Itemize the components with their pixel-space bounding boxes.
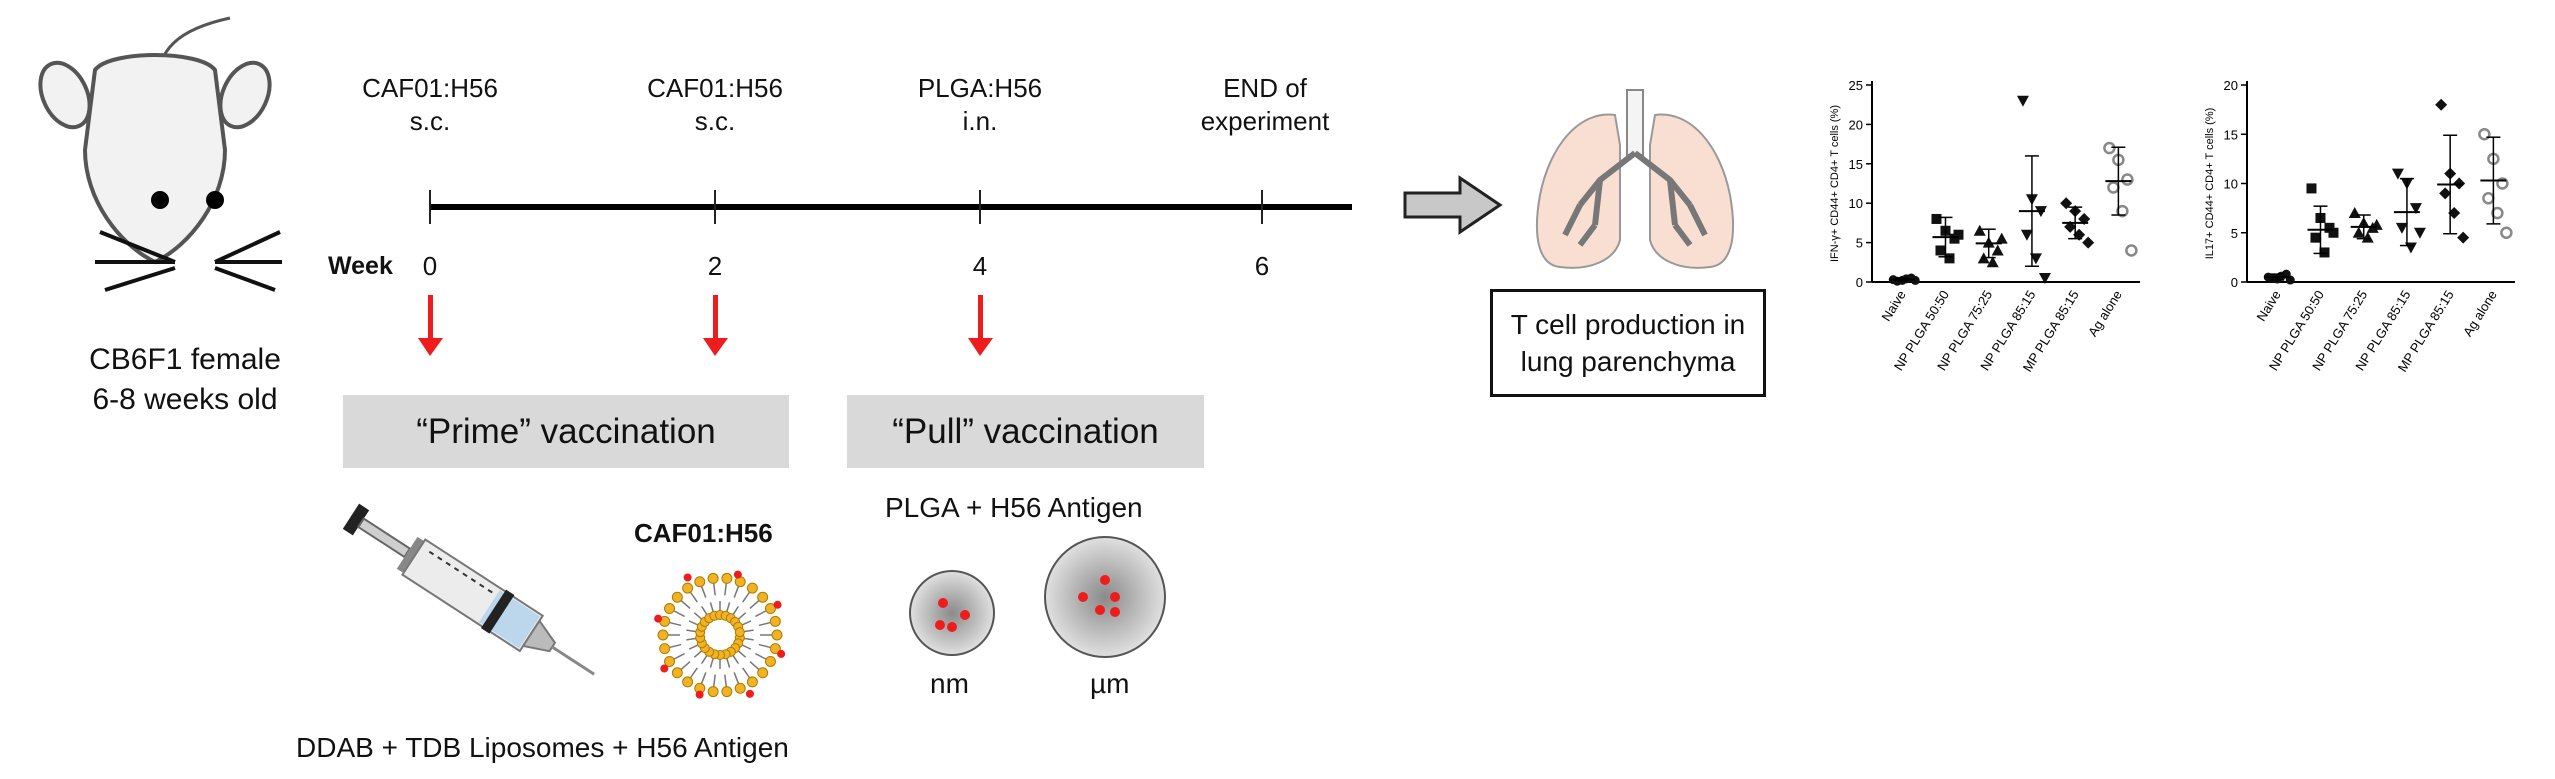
syringe-illustration xyxy=(342,503,595,676)
data-point xyxy=(2391,168,2404,180)
data-point xyxy=(2029,253,2042,265)
caf01-label: CAF01:H56 xyxy=(634,518,773,548)
data-point xyxy=(2439,187,2452,200)
result-line1: T cell production in xyxy=(1510,309,1746,340)
prime-vaccination-box: “Prime” vaccination xyxy=(343,395,789,468)
data-point xyxy=(2060,197,2073,210)
data-point xyxy=(2319,247,2330,258)
data-point xyxy=(2306,183,2317,194)
right-arrow xyxy=(1403,175,1503,235)
data-point xyxy=(1935,245,1946,256)
y-tick-label: 20 xyxy=(1849,117,1863,132)
week-label: Week xyxy=(328,252,393,280)
y-axis-label: IL17+ CD44+ CD4+ T cells (%) xyxy=(2204,108,2216,260)
y-tick-label: 15 xyxy=(1849,157,1863,172)
data-point xyxy=(2038,273,2051,285)
data-point xyxy=(1953,229,1964,240)
data-point xyxy=(2482,192,2495,205)
week-0: 0 xyxy=(422,251,438,281)
week-6: 6 xyxy=(1254,251,1270,281)
data-point xyxy=(2413,227,2426,239)
data-point xyxy=(2435,98,2448,111)
liposome-illustration xyxy=(654,570,786,699)
red-arrow-week0 xyxy=(418,295,443,356)
y-tick-label: 15 xyxy=(2224,127,2238,142)
data-point xyxy=(2125,244,2138,257)
data-point xyxy=(2361,231,2374,243)
mouse-illustration xyxy=(38,16,282,292)
y-tick-label: 5 xyxy=(2231,226,2238,241)
y-tick-label: 0 xyxy=(2231,275,2238,290)
y-tick-label: 10 xyxy=(1849,196,1863,211)
y-tick-label: 5 xyxy=(1856,236,1863,251)
data-point xyxy=(2448,207,2461,220)
data-point xyxy=(2310,232,2321,243)
pull-subtitle: PLGA + H56 Antigen xyxy=(885,492,1143,523)
week-2: 2 xyxy=(707,251,723,281)
data-point xyxy=(2348,207,2361,219)
nm-particle xyxy=(909,570,995,656)
data-point xyxy=(1944,253,1955,264)
data-point xyxy=(2457,231,2470,244)
y-tick-label: 20 xyxy=(2224,78,2238,93)
data-point xyxy=(2409,203,2422,215)
y-axis-label: IFN-γ+ CD44+ CD4+ T cells (%) xyxy=(1829,105,1841,262)
data-point xyxy=(2020,229,2033,241)
y-tick-label: 0 xyxy=(1856,275,1863,290)
data-point xyxy=(1931,213,1942,224)
data-point xyxy=(2103,141,2116,155)
data-point xyxy=(1973,224,1986,236)
data-point xyxy=(2082,236,2095,249)
data-point xyxy=(1986,256,1999,268)
nm-label: nm xyxy=(930,668,969,699)
data-point xyxy=(2491,206,2504,220)
data-point xyxy=(2107,181,2120,194)
data-point xyxy=(2121,173,2134,186)
data-point xyxy=(2073,228,2086,241)
data-point xyxy=(2016,95,2029,107)
prime-caption: DDAB + TDB Liposomes + H56 Antigen xyxy=(296,732,789,763)
x-tick-label: Naive xyxy=(2253,288,2283,324)
y-tick-label: 25 xyxy=(1849,78,1863,93)
data-point xyxy=(2328,227,2339,238)
mouse-age-label: 6-8 weeks old xyxy=(92,383,278,416)
lungs-illustration xyxy=(1536,89,1734,269)
y-tick-label: 10 xyxy=(2224,177,2238,192)
data-point xyxy=(2395,222,2408,234)
x-tick-label: Naive xyxy=(1878,288,1908,324)
nanoparticles-illustration xyxy=(909,536,1166,658)
red-arrow-week4 xyxy=(968,295,993,356)
data-point xyxy=(2116,204,2129,218)
data-point xyxy=(1991,244,2004,256)
x-tick-label: Ag alone xyxy=(2085,288,2125,339)
data-point xyxy=(2352,226,2365,238)
data-point xyxy=(1995,232,2008,244)
data-point xyxy=(2500,226,2513,239)
um-particle xyxy=(1044,536,1166,658)
t-cell-result-box: T cell production in lung parenchyma xyxy=(1490,289,1766,397)
pull-vaccination-box: “Pull” vaccination xyxy=(847,395,1204,468)
mouse-strain-label: CB6F1 female xyxy=(89,343,281,376)
um-label: µm xyxy=(1090,668,1130,699)
week-4: 4 xyxy=(972,251,988,281)
timeline-axis xyxy=(418,190,1352,356)
x-tick-label: Ag alone xyxy=(2460,288,2500,339)
result-line2: lung parenchyma xyxy=(1520,346,1736,377)
red-arrow-week2 xyxy=(703,295,728,356)
